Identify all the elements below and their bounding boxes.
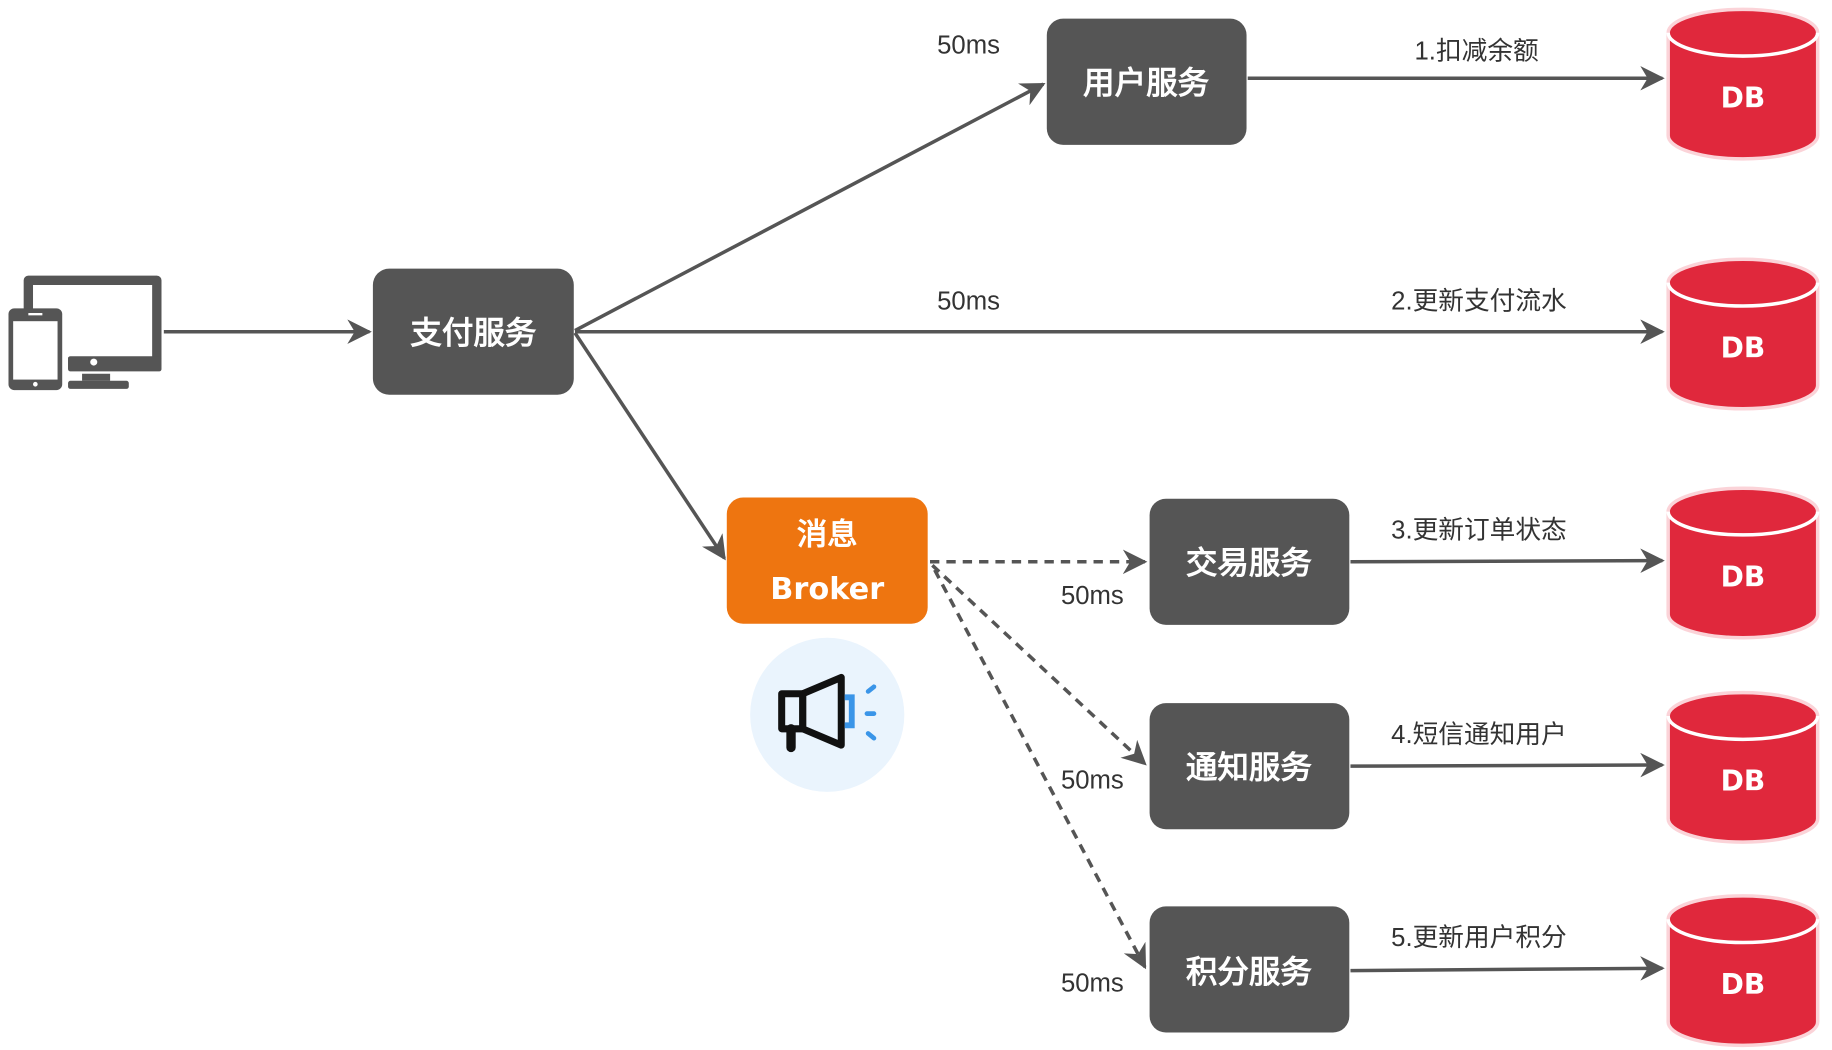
db-label: DB: [1721, 560, 1766, 593]
db-label: DB: [1721, 765, 1766, 798]
database-2[interactable]: DB: [1666, 257, 1820, 411]
step-1: 1.扣减余额: [1415, 37, 1539, 66]
service-trade-label: 交易服务: [1186, 544, 1313, 581]
edge-pay-broker: [573, 331, 726, 561]
service-points-label: 积分服务: [1186, 954, 1313, 990]
service-user[interactable]: 用户服务: [1046, 18, 1247, 145]
edge-trade-db3: [1350, 548, 1665, 573]
service-trade[interactable]: 交易服务: [1149, 498, 1350, 625]
db-label: DB: [1721, 331, 1766, 364]
database-5[interactable]: DB: [1666, 894, 1820, 1048]
service-pay-label: 支付服务: [410, 315, 537, 351]
latency-user: 50ms: [937, 32, 1000, 60]
edge-notify-db4: [1350, 752, 1665, 778]
broker-line1: 消息: [797, 516, 858, 552]
edge-points-db5: [1350, 956, 1665, 981]
db-label: DB: [1721, 81, 1766, 114]
service-user-label: 用户服务: [1083, 65, 1210, 101]
service-notify[interactable]: 通知服务: [1149, 703, 1350, 830]
edge-pay-user: [574, 82, 1046, 333]
database-1[interactable]: DB: [1666, 7, 1820, 161]
step-5: 5.更新用户积分: [1391, 923, 1567, 952]
database-4[interactable]: DB: [1666, 690, 1820, 844]
async-edges: [930, 549, 1148, 970]
database-3[interactable]: DB: [1666, 486, 1820, 640]
service-notify-label: 通知服务: [1186, 750, 1313, 786]
service-pay[interactable]: 支付服务: [372, 268, 574, 395]
edges: [163, 65, 1665, 981]
db-label: DB: [1721, 968, 1766, 1001]
step-3: 3.更新订单状态: [1391, 515, 1567, 544]
service-points[interactable]: 积分服务: [1149, 906, 1350, 1033]
devices-icon: [8, 275, 162, 391]
message-broker[interactable]: 消息 Broker: [726, 497, 928, 624]
broker-line2: Broker: [770, 572, 884, 607]
step-4: 4.短信通知用户: [1391, 720, 1567, 749]
megaphone-icon: [750, 637, 905, 792]
latency-trade: 50ms: [1061, 582, 1124, 610]
latency-notify: 50ms: [1061, 766, 1124, 794]
latency-points: 50ms: [1061, 970, 1124, 998]
step-2: 2.更新支付流水: [1391, 287, 1567, 316]
latency-pay-db: 50ms: [937, 288, 1000, 316]
